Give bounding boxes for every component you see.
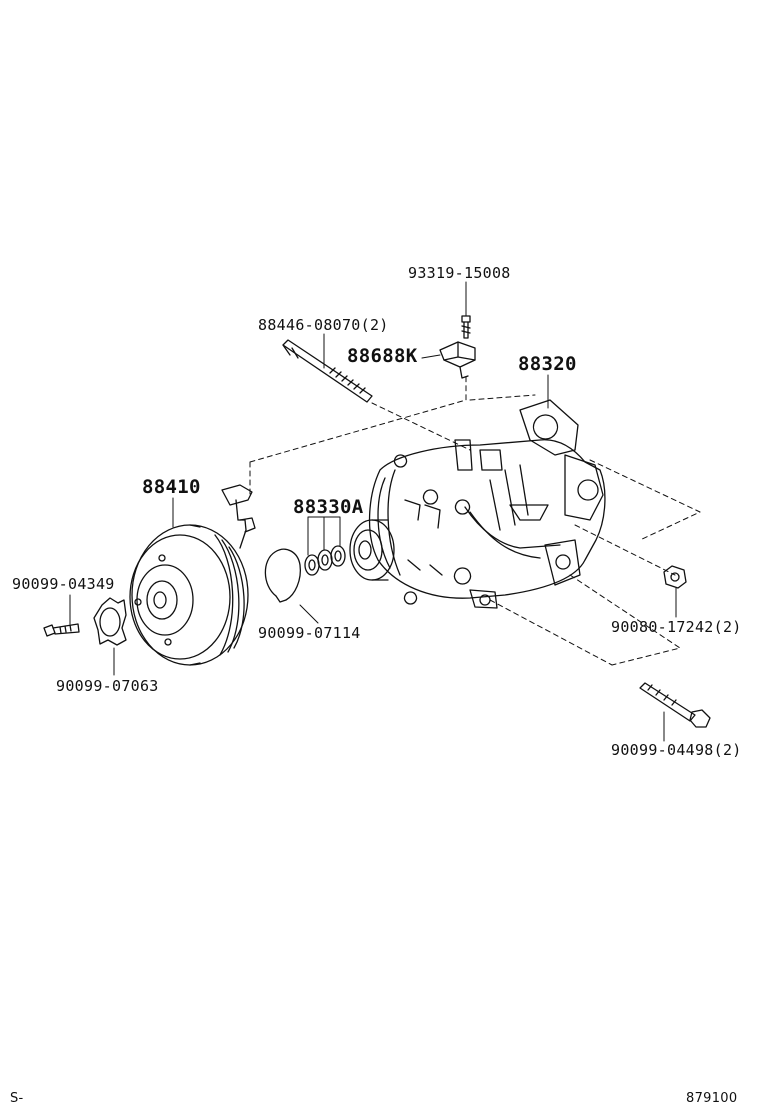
leader-lines bbox=[69, 281, 677, 742]
stud-bolt-icon bbox=[282, 339, 373, 403]
part-label-88688K: 88688K bbox=[347, 345, 418, 367]
part-label-88446: 88446-08070(2) bbox=[258, 316, 389, 334]
snap-ring-icon bbox=[264, 548, 301, 603]
spacer-plate-icon bbox=[93, 597, 127, 646]
clamp-bracket-icon bbox=[439, 341, 476, 379]
part-label-90099-07114: 90099-07114 bbox=[258, 624, 361, 642]
shim-washers-icon bbox=[304, 545, 346, 576]
part-label-88330A: 88330A bbox=[293, 496, 364, 518]
part-label-88320: 88320 bbox=[518, 353, 577, 375]
part-label-90099-07063: 90099-07063 bbox=[56, 677, 159, 695]
footer-diagram-number: 879100 bbox=[686, 1091, 738, 1106]
part-label-90080-17242: 90080-17242(2) bbox=[611, 618, 742, 636]
part-label-90099-04498: 90099-04498(2) bbox=[611, 741, 742, 759]
compressor-body-icon bbox=[368, 399, 606, 609]
part-label-88410: 88410 bbox=[142, 476, 201, 498]
part-label-93319: 93319-15008 bbox=[408, 264, 511, 282]
screw-icon bbox=[461, 315, 471, 339]
part-label-90099-04349: 90099-04349 bbox=[12, 575, 115, 593]
nut-icon bbox=[663, 565, 687, 589]
footer-left-code: S- bbox=[10, 1091, 24, 1106]
clutch-connector-icon bbox=[221, 484, 256, 549]
bolt-left-icon bbox=[43, 623, 80, 637]
compressor-hub-icon bbox=[349, 519, 395, 581]
clutch-pulley-icon bbox=[129, 524, 249, 666]
bolt-long-icon bbox=[639, 682, 711, 728]
